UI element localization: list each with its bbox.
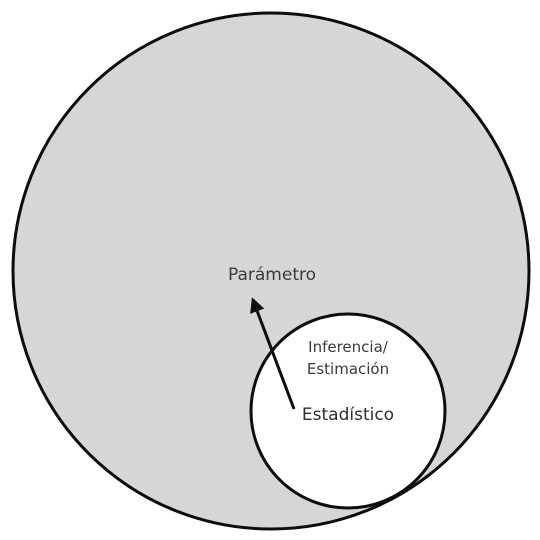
inference-label-line-2: Estimación bbox=[307, 360, 389, 378]
sample-circle bbox=[249, 312, 447, 510]
inference-arrow bbox=[250, 297, 296, 410]
population-parameter-label: Parámetro bbox=[228, 265, 316, 285]
inference-label-line-1: Inferencia/ bbox=[308, 338, 389, 356]
sample-statistic-label: Estadístico bbox=[302, 405, 394, 425]
